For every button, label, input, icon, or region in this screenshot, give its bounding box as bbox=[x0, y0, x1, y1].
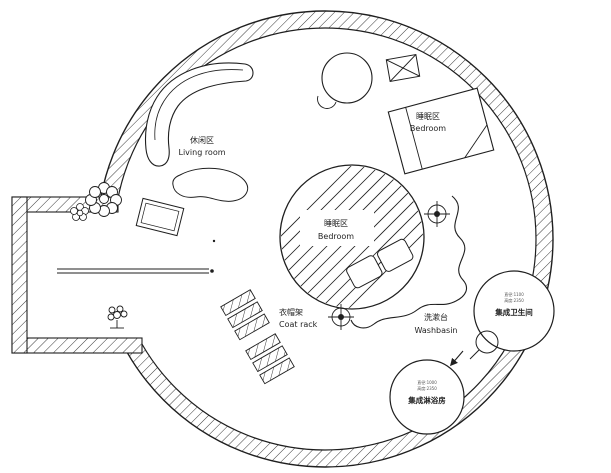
shower-label: 集成淋浴房 bbox=[407, 395, 446, 405]
living-label-zh: 休闲区 bbox=[190, 135, 214, 145]
annex-opening bbox=[26, 212, 208, 338]
plant-large bbox=[85, 182, 122, 217]
bed-pillow-line bbox=[405, 107, 423, 170]
bedroom-pod-label-zh: 睡眠区 bbox=[324, 219, 348, 228]
bathroom-size-note-1: 直径:1100 bbox=[504, 291, 524, 297]
washbasin-label-en: Washbasin bbox=[415, 326, 458, 335]
sofa-seat-line bbox=[154, 69, 244, 141]
downlight-2 bbox=[328, 304, 354, 330]
plant-small bbox=[70, 203, 89, 221]
coat-rack-2 bbox=[245, 333, 295, 385]
bedroom-upper-label-en: Bedroom bbox=[410, 124, 446, 133]
counter-line bbox=[57, 268, 214, 274]
coffee-table bbox=[172, 167, 248, 202]
bed-fold-line bbox=[464, 124, 488, 159]
shower-pod: 直径:1000 高度:2350 集成淋浴房 bbox=[389, 359, 465, 435]
coat-rack-label-zh: 衣帽架 bbox=[279, 307, 303, 317]
chair-arc bbox=[317, 95, 337, 109]
bathroom-pod: 直径:1100 高度:2350 集成卫生间 bbox=[469, 270, 555, 360]
area-labels: 休闲区 Living room 睡眠区 Bedroom 睡眠区 Bedroom … bbox=[178, 112, 457, 335]
annex-wall-left bbox=[11, 196, 28, 354]
stool bbox=[385, 53, 421, 83]
coat-rack-label-en: Coat rack bbox=[279, 320, 318, 329]
bedroom-upper-label-zh: 睡眠区 bbox=[416, 112, 440, 121]
small-dot bbox=[212, 239, 216, 243]
bed-upper bbox=[387, 87, 495, 175]
pod-label-bg bbox=[300, 210, 374, 246]
annex-wall-bottom bbox=[11, 337, 143, 354]
bathroom-label: 集成卫生间 bbox=[494, 307, 533, 317]
downlight-1 bbox=[424, 201, 450, 227]
round-table bbox=[321, 52, 373, 104]
rug bbox=[135, 197, 185, 237]
washbasin-label-zh: 洗漱台 bbox=[424, 312, 448, 322]
living-sofa bbox=[144, 62, 254, 167]
coat-rack-1 bbox=[220, 289, 270, 341]
bedroom-pod-label-en: Bedroom bbox=[318, 232, 354, 241]
living-label-en: Living room bbox=[178, 148, 225, 157]
shower-size-note-1: 直径:1000 bbox=[417, 379, 437, 385]
sleep-pod bbox=[279, 164, 425, 310]
figure-marker bbox=[107, 305, 128, 329]
washbasin-symbol bbox=[469, 330, 499, 360]
pod-bed bbox=[346, 238, 414, 289]
flow-arrow bbox=[449, 350, 464, 367]
bathroom-size-note-2: 高度:2350 bbox=[504, 297, 524, 303]
shower-size-note-2: 高度:2350 bbox=[417, 385, 437, 391]
curtain bbox=[350, 195, 468, 329]
